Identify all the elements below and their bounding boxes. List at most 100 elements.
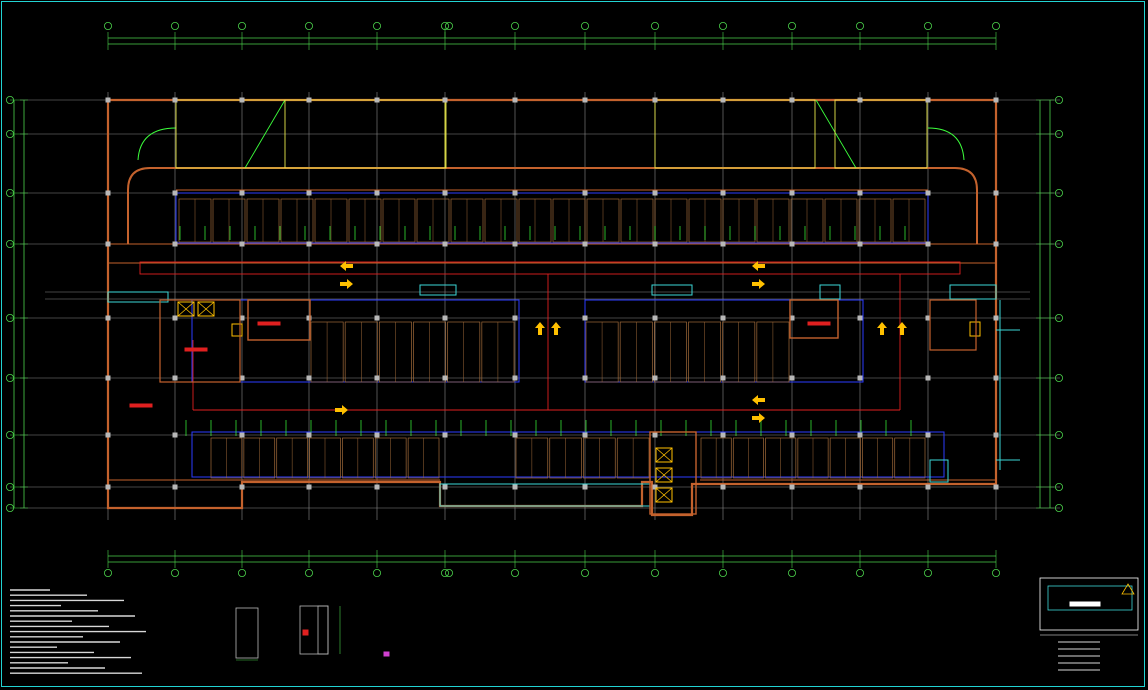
- cyan-outline: [107, 291, 169, 303]
- cyan-outline: [419, 284, 457, 296]
- outer-wall: [106, 98, 998, 517]
- column: [239, 315, 245, 321]
- core-room: [649, 431, 697, 515]
- column: [857, 241, 863, 247]
- drawing-notes: [10, 589, 146, 674]
- glass-area: [834, 99, 928, 169]
- axis-bubble-icon: [6, 373, 14, 382]
- column: [239, 97, 245, 103]
- axis-bubble-icon: [1055, 430, 1064, 439]
- legend-plan: [1047, 585, 1133, 611]
- structural-columns: [105, 97, 999, 490]
- elevator-cores: [159, 299, 981, 515]
- stair-icon: [231, 323, 243, 337]
- axis-bubble-icon: [719, 569, 728, 578]
- red-label: [807, 321, 831, 326]
- arrow-up-icon: [535, 322, 545, 335]
- axis-bubble-icon: [304, 569, 313, 578]
- column: [993, 97, 999, 103]
- column: [306, 375, 312, 381]
- column: [105, 190, 111, 196]
- arrow-up-icon: [897, 322, 907, 335]
- column: [720, 190, 726, 196]
- arrow-up-icon: [551, 322, 561, 335]
- column: [442, 190, 448, 196]
- column: [925, 375, 931, 381]
- axis-bubble-icon: [992, 569, 1001, 578]
- cyan-outline: [651, 284, 693, 296]
- column: [105, 241, 111, 247]
- column: [512, 375, 518, 381]
- column: [652, 432, 658, 438]
- axis-bubble-icon: [6, 482, 14, 491]
- legend-box: [1039, 577, 1139, 631]
- axis-bubble-icon: [372, 569, 381, 578]
- axis-bubble-icon: [1055, 313, 1064, 322]
- column: [720, 432, 726, 438]
- elevator-x-icon: [655, 467, 673, 483]
- axis-bubble-icon: [6, 188, 14, 197]
- elevator-x-icon: [655, 447, 673, 463]
- column: [374, 315, 380, 321]
- axis-bubble-icon: [104, 569, 113, 578]
- column: [105, 315, 111, 321]
- arrow-right-icon: [752, 279, 765, 289]
- column: [105, 97, 111, 103]
- axis-bubble-icon: [6, 96, 14, 105]
- column: [105, 375, 111, 381]
- column: [925, 432, 931, 438]
- arrow-right-icon: [340, 279, 353, 289]
- axis-bubble-icon: [924, 569, 933, 578]
- axis-bubble-icon: [1055, 482, 1064, 491]
- arrow-up-icon: [877, 322, 887, 335]
- column: [857, 432, 863, 438]
- column: [239, 432, 245, 438]
- column: [582, 315, 588, 321]
- column: [512, 97, 518, 103]
- column: [374, 375, 380, 381]
- column: [993, 190, 999, 196]
- column: [652, 375, 658, 381]
- column: [105, 484, 111, 490]
- axis-bubble-icon: [788, 21, 797, 30]
- column: [512, 190, 518, 196]
- axis-bubble-icon: [444, 21, 453, 30]
- column: [993, 241, 999, 247]
- core-room: [929, 299, 977, 351]
- column: [652, 241, 658, 247]
- arrow-right-icon: [335, 405, 348, 415]
- column: [789, 190, 795, 196]
- blue-boundary: [191, 431, 945, 478]
- column: [172, 241, 178, 247]
- axis-bubble-icon: [440, 569, 449, 578]
- axis-bubble-icon: [170, 21, 179, 30]
- red-label: [129, 403, 153, 408]
- column: [442, 97, 448, 103]
- axis-bubble-icon: [104, 21, 113, 30]
- cyan-outline: [819, 284, 841, 300]
- column: [720, 315, 726, 321]
- column: [789, 432, 795, 438]
- column: [442, 432, 448, 438]
- column: [789, 484, 795, 490]
- cyan-outline: [929, 459, 949, 483]
- axis-bubble-icon: [170, 569, 179, 578]
- glass-area: [284, 99, 446, 169]
- axis-bubble-icon: [719, 21, 728, 30]
- column: [652, 190, 658, 196]
- blue-boundary: [175, 192, 929, 244]
- axis-bubble-icon: [237, 21, 246, 30]
- column: [172, 432, 178, 438]
- blue-boundary: [584, 299, 864, 383]
- column: [993, 315, 999, 321]
- column: [720, 484, 726, 490]
- column: [512, 484, 518, 490]
- axis-bubble-icon: [788, 569, 797, 578]
- axis-bubble-icon: [440, 21, 449, 30]
- north-arrow: [1121, 583, 1135, 595]
- column: [652, 315, 658, 321]
- column: [857, 315, 863, 321]
- axis-bubble-icon: [1055, 129, 1064, 138]
